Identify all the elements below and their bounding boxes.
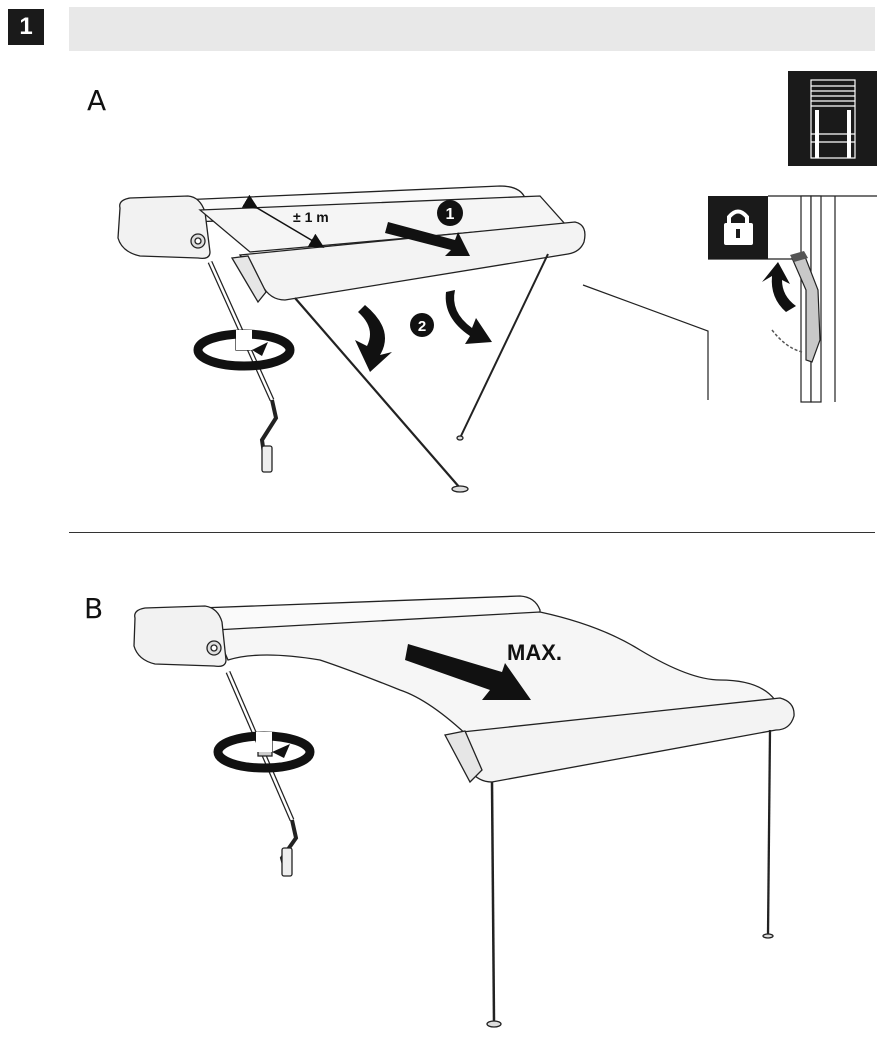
awning-b-illustration <box>134 596 794 1027</box>
distance-label: ± 1 m <box>293 209 329 225</box>
step-one-number: 1 <box>446 206 455 223</box>
ladder-icon <box>788 71 877 166</box>
lock-detail <box>708 196 877 402</box>
lower-arm-arrow-icon <box>355 305 392 372</box>
max-label: MAX. <box>507 640 562 665</box>
rotate-crank-arrow-icon-b <box>218 732 310 768</box>
lower-arm-arrow-icon-right <box>446 290 492 344</box>
rotate-crank-arrow-icon <box>198 330 290 366</box>
awning-a-illustration <box>118 186 585 492</box>
step-two-number: 2 <box>418 318 426 335</box>
